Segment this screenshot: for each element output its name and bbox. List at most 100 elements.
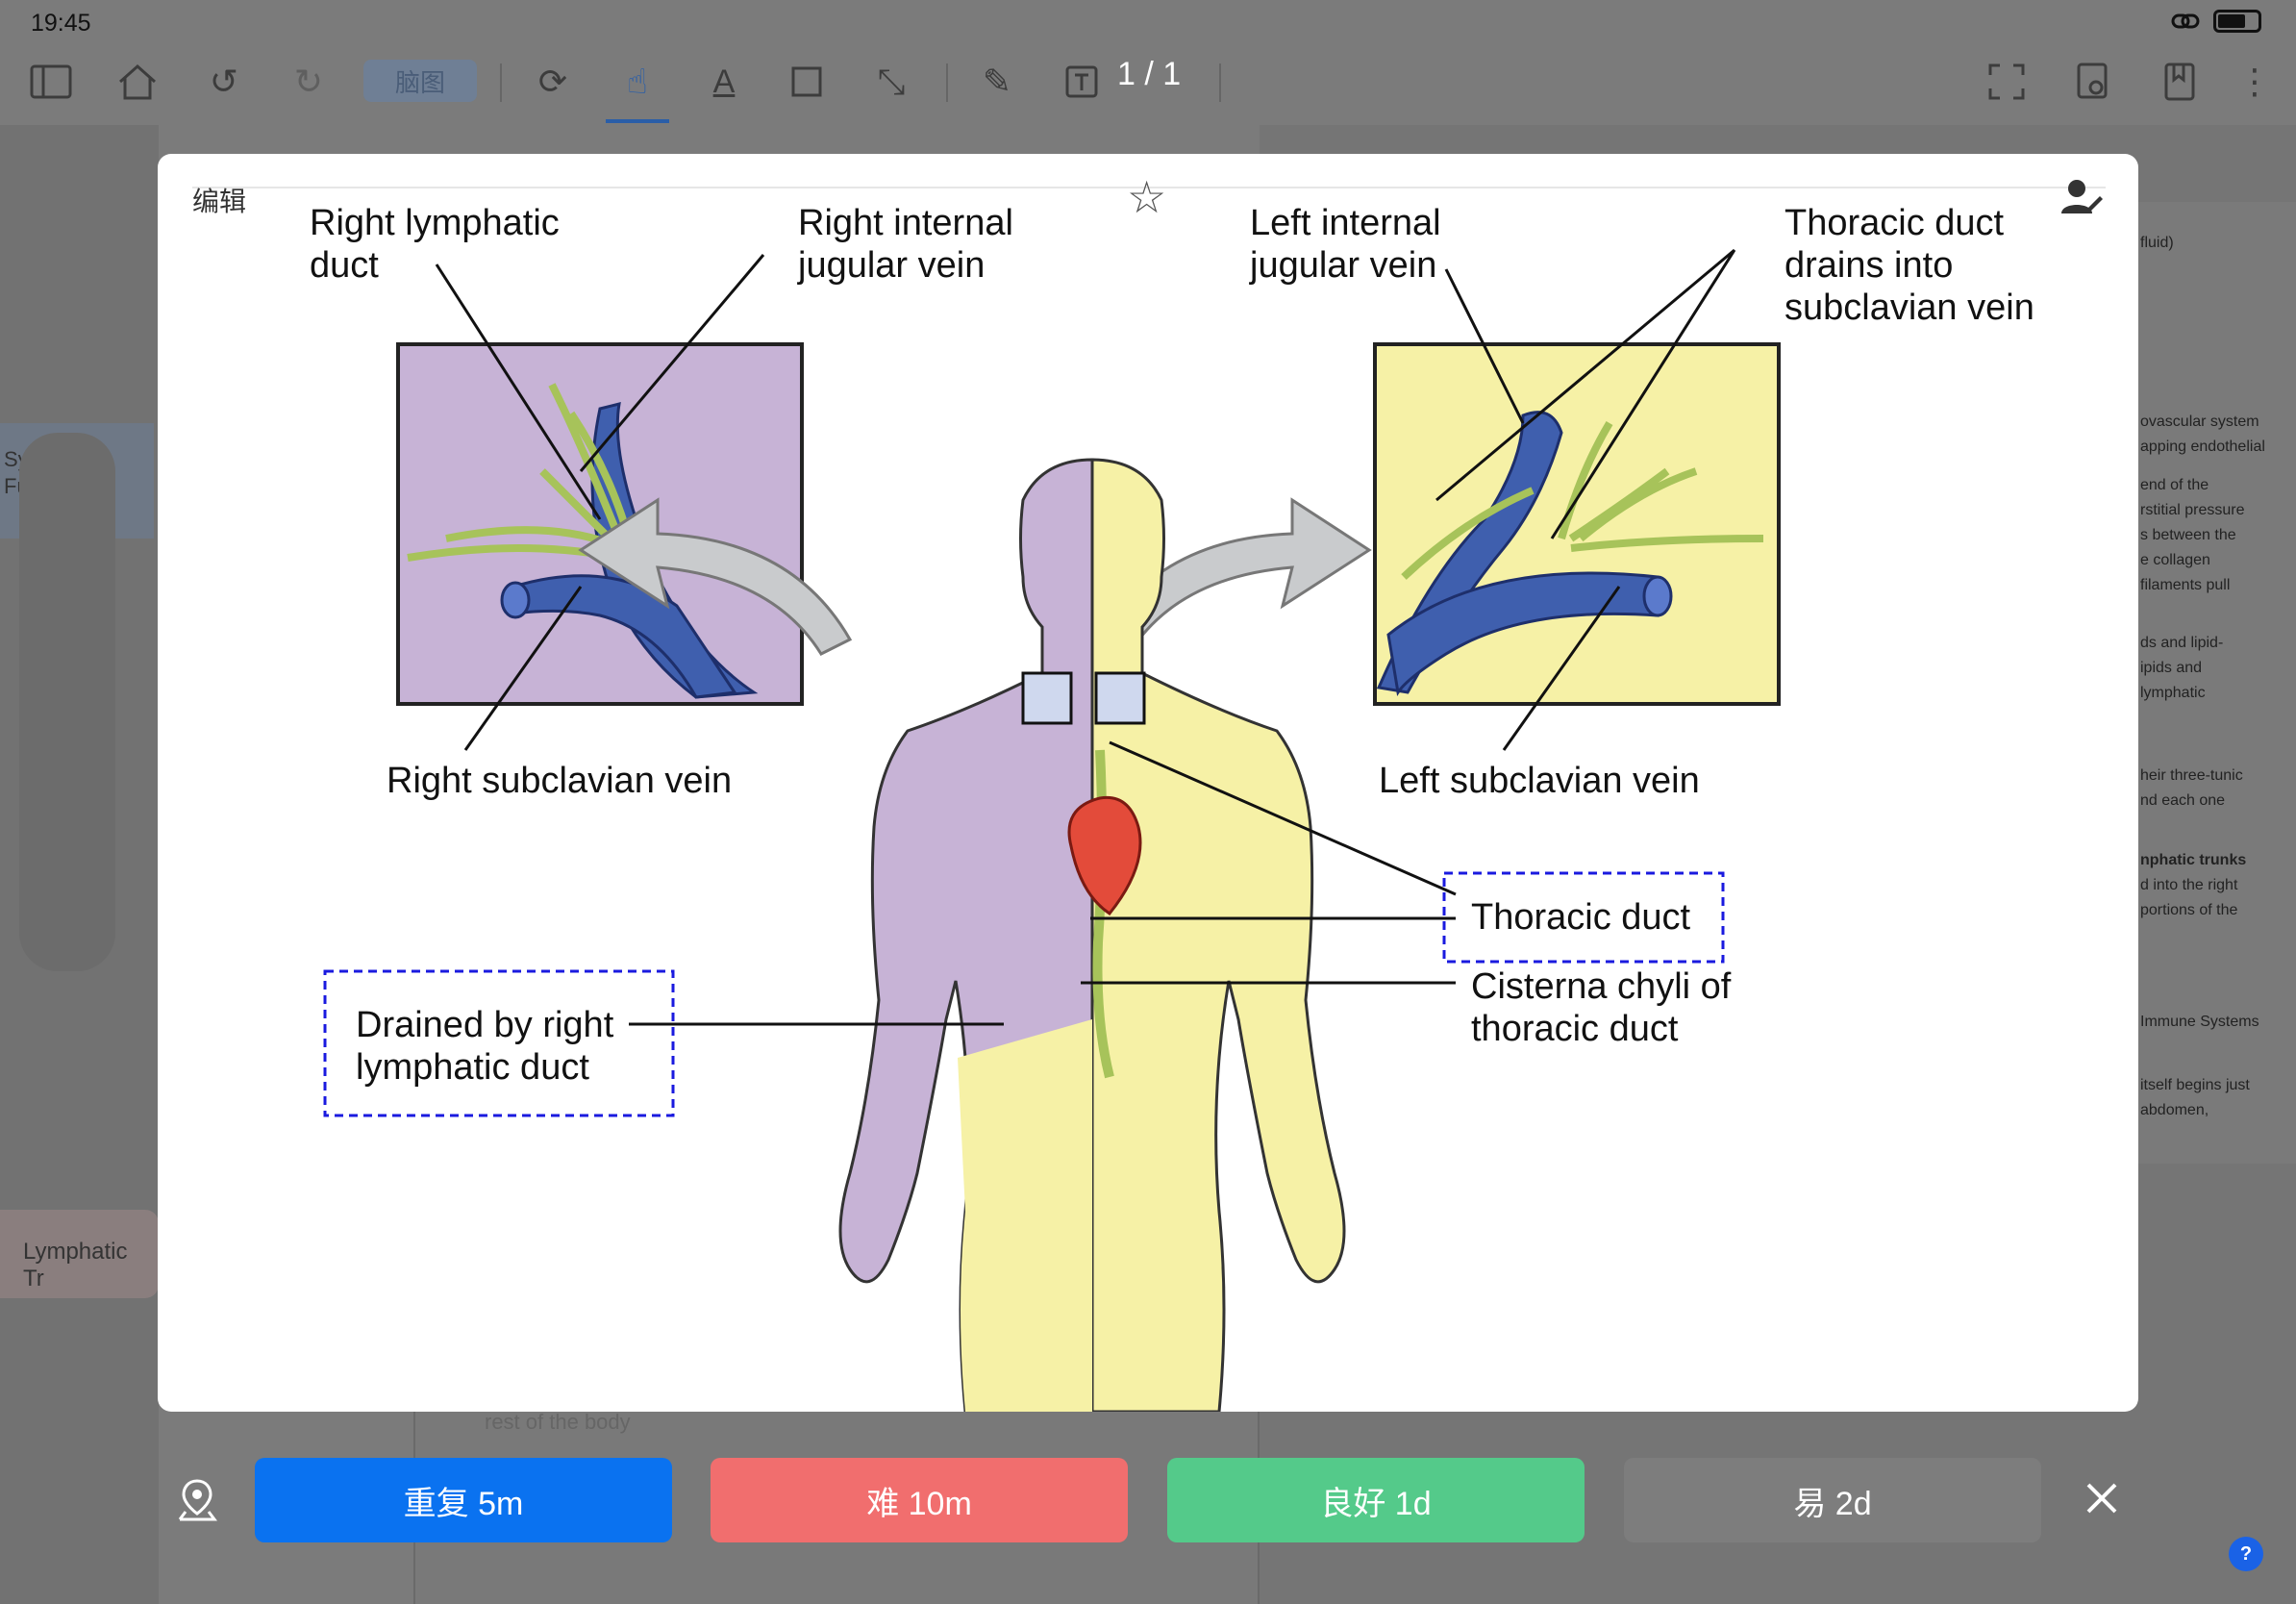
label-drained-by-2: lymphatic duct <box>356 1047 589 1088</box>
label-left-internal-jugular-1: Left internal <box>1250 203 1441 243</box>
leader-line <box>579 254 765 472</box>
right-strip-line: fluid) <box>2140 235 2174 251</box>
leader-line <box>463 586 583 751</box>
right-strip-line: itself begins just <box>2140 1077 2250 1093</box>
right-strip-line: heir three-tunic <box>2140 767 2243 784</box>
label-right-subclavian: Right subclavian vein <box>387 761 732 801</box>
leader-line <box>1502 586 1621 751</box>
right-strip-line: rstitial pressure <box>2140 502 2245 518</box>
right-strip-line: lymphatic <box>2140 685 2206 701</box>
right-strip-line: abdomen, <box>2140 1102 2209 1118</box>
leader-line <box>1435 248 1736 539</box>
toolbar-divider <box>946 63 948 102</box>
search-doc-icon[interactable] <box>2069 58 2117 106</box>
undo-icon[interactable]: ↺ <box>209 62 239 101</box>
right-strip-line: apping endothelial <box>2140 439 2265 455</box>
background-right-text: fluid) ovascular system apping endotheli… <box>2136 202 2296 1164</box>
background-bottom-text: rest of the body <box>485 1410 631 1434</box>
textbox-icon[interactable] <box>1058 58 1106 106</box>
user-edit-icon[interactable] <box>2059 175 2104 219</box>
left-lymph-vessels-shape <box>1401 420 1764 580</box>
toolbar-divider <box>1219 63 1221 102</box>
left-arrow-shape <box>578 497 853 656</box>
right-strip-line: ds and lipid- <box>2140 635 2224 651</box>
sidebar-toggle-icon[interactable] <box>27 58 75 106</box>
location-pin-icon[interactable] <box>176 1477 218 1523</box>
right-strip-line: d into the right <box>2140 877 2238 893</box>
right-strip-line: e collagen <box>2140 552 2210 568</box>
leader-line <box>1109 740 1457 896</box>
easy-button[interactable]: 易 2d <box>1624 1458 2041 1542</box>
close-icon[interactable] <box>2083 1479 2121 1517</box>
neck-marker-right <box>1021 671 1073 725</box>
mindmap-button[interactable]: 脑图 <box>363 60 477 102</box>
right-strip-line: s between the <box>2140 527 2236 543</box>
label-thoracic-drains-1: Thoracic duct <box>1784 203 2005 243</box>
right-strip-line: Immune Systems <box>2140 1014 2259 1030</box>
label-left-internal-jugular-2: jugular vein <box>1249 245 1436 286</box>
star-icon[interactable]: ☆ <box>1127 172 1167 222</box>
repeat-button[interactable]: 重复 5m <box>255 1458 672 1542</box>
heart-shape <box>1067 795 1142 916</box>
label-thoracic-drains-3: subclavian vein <box>1784 288 2034 328</box>
rotate-icon[interactable]: ⟳ <box>537 62 568 101</box>
label-cisterna-1: Cisterna chyli of <box>1471 966 1732 1007</box>
right-strip-line: ovascular system <box>2140 414 2259 430</box>
status-bar: 19:45 <box>0 0 2296 46</box>
hard-button[interactable]: 难 10m <box>711 1458 1128 1542</box>
right-strip-line: nphatic trunks <box>2140 852 2247 868</box>
label-thoracic-duct: Thoracic duct <box>1471 897 1691 938</box>
thoracic-duct-dashed-box <box>1442 871 1725 964</box>
right-lymph-vessels-shape <box>407 383 633 562</box>
edit-button[interactable]: 编辑 <box>192 187 247 216</box>
toolbar-divider <box>500 63 502 102</box>
label-right-internal-jugular-1: Right internal <box>798 203 1013 243</box>
label-drained-by-1: Drained by right <box>356 1005 614 1045</box>
right-strip-line: nd each one <box>2140 792 2226 809</box>
good-button[interactable]: 良好 1d <box>1167 1458 1585 1542</box>
link-icon <box>2171 13 2200 29</box>
page-indicator: 1 / 1 <box>1117 56 1182 92</box>
modal-divider <box>192 187 2106 188</box>
help-button[interactable]: ? <box>2229 1537 2263 1571</box>
redo-icon[interactable]: ↻ <box>293 62 324 101</box>
drained-by-dashed-box <box>323 969 675 1117</box>
text-tool-icon[interactable]: A <box>712 63 736 100</box>
bookmark-icon[interactable] <box>2156 58 2204 106</box>
label-thoracic-drains-2: drains into <box>1784 245 1953 286</box>
resize-icon[interactable]: ⤡ <box>877 61 906 101</box>
right-strip-line: portions of the <box>2140 902 2238 918</box>
hand-pointer-icon[interactable]: ☝ <box>627 62 648 101</box>
label-cisterna-2: thoracic duct <box>1471 1009 1679 1049</box>
background-side-tools <box>19 433 115 971</box>
neck-marker-left <box>1094 671 1146 725</box>
lower-body-yellow <box>958 1019 1092 1412</box>
more-menu-icon[interactable]: ⋮ <box>2237 62 2272 101</box>
home-icon[interactable] <box>113 58 162 106</box>
battery-icon <box>2213 10 2261 33</box>
status-icons <box>2171 10 2261 33</box>
right-strip-line: ipids and <box>2140 660 2203 676</box>
lymphatic-item-label: Lymphatic Tr <box>23 1239 128 1291</box>
pen-icon[interactable]: ✎ <box>982 62 1012 101</box>
background-lymphatic-item: Lymphatic Tr <box>0 1210 159 1298</box>
label-right-lymphatic-duct-1: Right lymphatic <box>310 203 560 243</box>
label-right-lymphatic-duct-2: duct <box>310 245 379 286</box>
label-left-subclavian: Left subclavian vein <box>1379 761 1700 801</box>
fullscreen-icon[interactable] <box>1983 58 2031 106</box>
right-strip-line: filaments pull <box>2140 577 2231 593</box>
left-subclavian-opening <box>1642 575 1673 617</box>
crop-icon[interactable] <box>783 58 831 106</box>
leader-line <box>1444 268 1525 424</box>
label-right-internal-jugular-2: jugular vein <box>797 245 985 286</box>
active-tool-indicator <box>606 119 669 123</box>
clock: 19:45 <box>31 10 91 37</box>
right-strip-line: end of the <box>2140 477 2209 493</box>
body-left-half <box>1090 458 1346 1412</box>
